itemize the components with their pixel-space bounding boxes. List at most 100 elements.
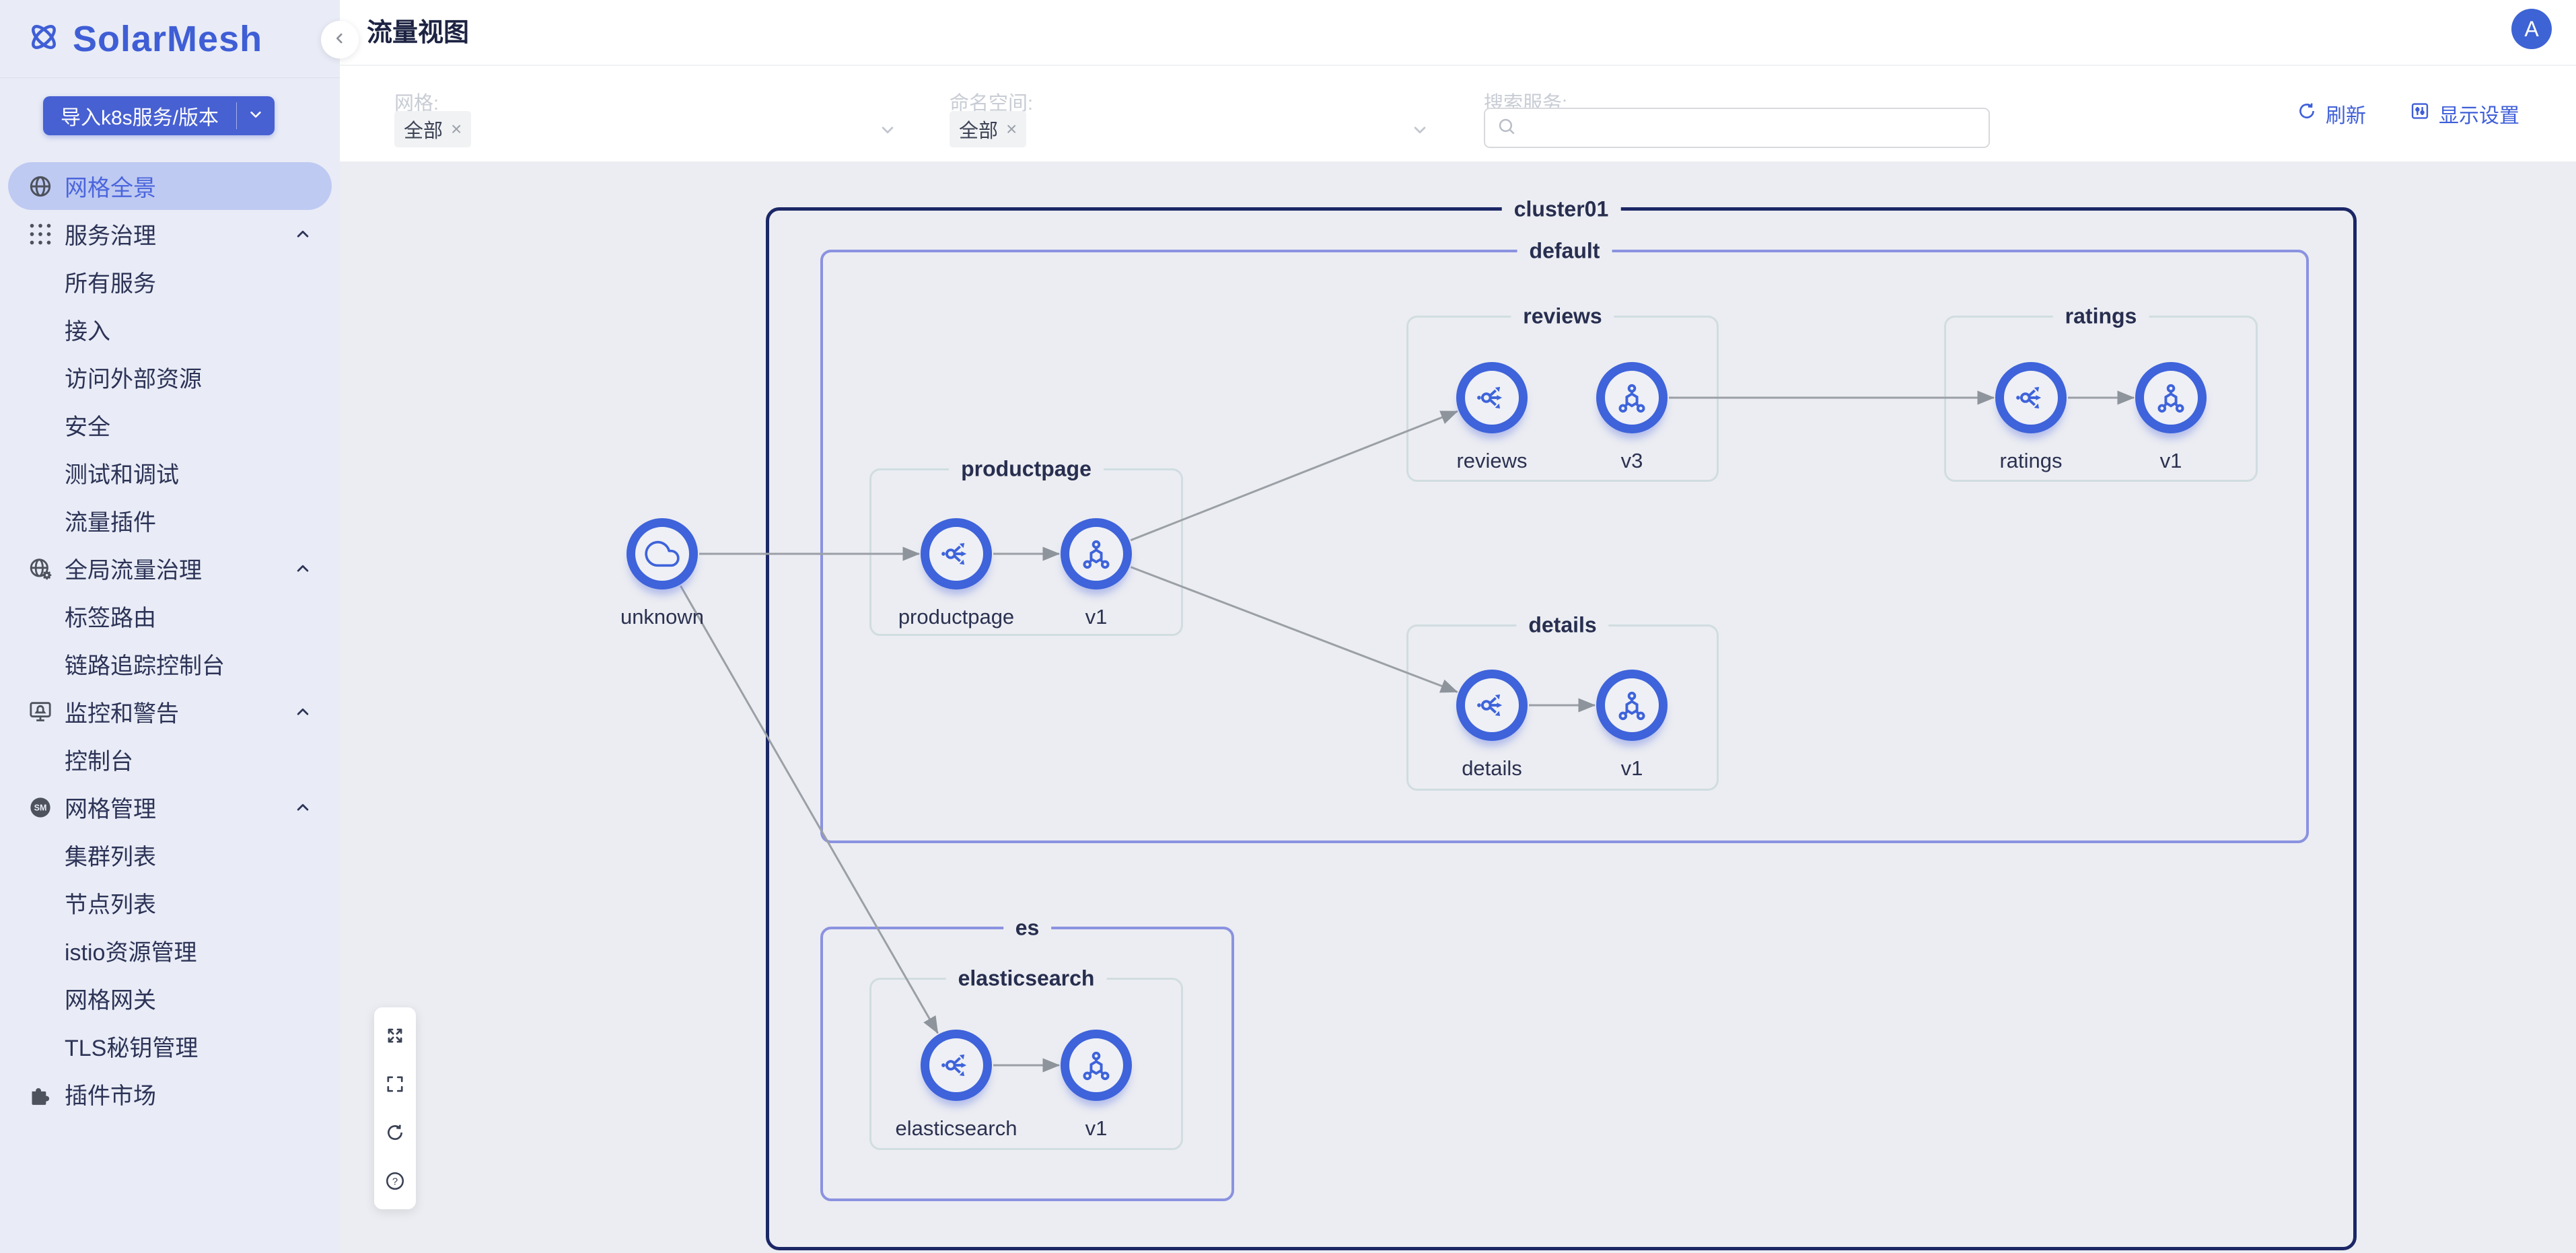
chevron-up-icon[interactable] <box>293 224 313 244</box>
import-dropdown-button[interactable] <box>237 96 275 135</box>
node-label-elasticsearch: elasticsearch <box>895 1116 1017 1140</box>
chevron-up-icon[interactable] <box>293 702 313 722</box>
service-icon <box>939 536 974 571</box>
sidebar-item[interactable]: 网格网关 <box>0 974 340 1022</box>
chevron-up-icon[interactable] <box>293 797 313 818</box>
canvas-toolbar: ? <box>374 1007 416 1209</box>
group-box-productpage-group[interactable]: productpage <box>869 456 1183 636</box>
sidebar-item-label: 控制台 <box>65 749 133 775</box>
node-label-productpage-v1: v1 <box>1085 605 1108 629</box>
mesh-filter-tag[interactable]: 全部 × <box>394 111 472 147</box>
chevron-up-icon[interactable] <box>293 559 313 579</box>
node-reviews-v3[interactable]: v3 <box>1596 362 1668 472</box>
help-icon: ? <box>384 1170 406 1192</box>
sidebar-item[interactable]: 安全 <box>0 401 340 449</box>
chevron-down-icon[interactable] <box>1410 120 1430 143</box>
svg-text:?: ? <box>392 1176 398 1187</box>
remove-tag-icon[interactable]: × <box>1006 118 1017 139</box>
node-label-elasticsearch-v1: v1 <box>1085 1116 1108 1140</box>
group-label-reviews-group: reviews <box>1511 303 1614 329</box>
app-name: SolarMesh <box>73 18 263 59</box>
globe-gear-icon <box>27 555 54 582</box>
node-details[interactable]: details <box>1456 670 1528 780</box>
sidebar-item[interactable]: 链路追踪控制台 <box>0 640 340 688</box>
node-elasticsearch[interactable]: elasticsearch <box>896 1030 1017 1140</box>
sidebar-item-label: 插件市场 <box>65 1083 156 1109</box>
fullscreen-button[interactable] <box>374 1060 416 1108</box>
group-label-elasticsearch-group: elasticsearch <box>945 966 1107 991</box>
display-settings-button[interactable]: 显示设置 <box>2409 99 2519 129</box>
sidebar-item[interactable]: 控制台 <box>0 736 340 783</box>
node-elasticsearch-v1[interactable]: v1 <box>1061 1030 1132 1140</box>
import-k8s-button-label[interactable]: 导入k8s服务/版本 <box>61 107 219 129</box>
sidebar-item[interactable]: 监控和警告 <box>0 688 340 736</box>
expand-button[interactable] <box>374 1011 416 1060</box>
sidebar-item-label: 安全 <box>65 415 110 440</box>
sidebar-item[interactable]: 流量插件 <box>0 497 340 544</box>
group-box-default[interactable]: default <box>820 238 2309 843</box>
remove-tag-icon[interactable]: × <box>451 118 462 139</box>
refresh-icon <box>2296 100 2318 127</box>
chevron-down-icon[interactable] <box>878 120 898 143</box>
cloud-icon <box>645 536 680 571</box>
sidebar-item[interactable]: 网格全景 <box>8 162 332 210</box>
group-box-ratings-group[interactable]: ratings <box>1944 303 2258 482</box>
node-ratings-v1[interactable]: v1 <box>2135 362 2207 472</box>
sidebar-item[interactable]: 集群列表 <box>0 831 340 879</box>
node-unknown[interactable]: unknown <box>620 518 704 629</box>
node-reviews[interactable]: reviews <box>1456 362 1528 472</box>
search-service-box[interactable] <box>1484 108 1990 148</box>
version-icon <box>1614 380 1649 415</box>
sidebar-item[interactable]: 访问外部资源 <box>0 353 340 401</box>
sidebar-item[interactable]: 测试和调试 <box>0 449 340 497</box>
page-header: 流量视图 A <box>321 0 2576 66</box>
node-ratings[interactable]: ratings <box>1995 362 2067 472</box>
namespace-filter-tag[interactable]: 全部 × <box>950 111 1027 147</box>
sidebar-item[interactable]: 插件市场 <box>0 1070 340 1118</box>
group-box-details-group[interactable]: details <box>1406 612 1719 791</box>
sidebar-item-label: 标签路由 <box>65 606 156 631</box>
service-icon <box>2013 380 2048 415</box>
sidebar-item[interactable]: 节点列表 <box>0 879 340 927</box>
sidebar-item[interactable]: istio资源管理 <box>0 927 340 974</box>
sidebar-item-label: 接入 <box>65 319 110 345</box>
display-settings-icon <box>2409 100 2431 127</box>
sidebar-item-label: 节点列表 <box>65 892 156 918</box>
sidebar-item[interactable]: SM 网格管理 <box>0 783 340 831</box>
sidebar-item[interactable]: 全局流量治理 <box>0 544 340 592</box>
sidebar-item[interactable]: 所有服务 <box>0 258 340 306</box>
sm-badge-icon: SM <box>27 794 54 821</box>
group-box-reviews-group[interactable]: reviews <box>1406 303 1719 482</box>
mesh-filter-select[interactable]: 全部 × <box>394 110 898 148</box>
reset-button[interactable] <box>374 1108 416 1157</box>
node-label-ratings: ratings <box>1999 449 2063 472</box>
mesh-icon <box>27 221 54 248</box>
node-productpage[interactable]: productpage <box>898 518 1014 629</box>
sidebar-item-label: 网格管理 <box>65 797 156 822</box>
sidebar-item[interactable]: 标签路由 <box>0 592 340 640</box>
sidebar-item-label: 所有服务 <box>65 271 156 297</box>
node-label-reviews: reviews <box>1456 449 1528 472</box>
import-k8s-button[interactable]: 导入k8s服务/版本 <box>43 96 275 135</box>
namespace-filter-select[interactable]: 全部 × <box>950 110 1430 148</box>
help-button[interactable]: ? <box>374 1157 416 1205</box>
node-productpage-v1[interactable]: v1 <box>1061 518 1132 629</box>
sidebar-item-label: 监控和警告 <box>65 701 179 727</box>
node-details-v1[interactable]: v1 <box>1596 670 1668 780</box>
search-service-input[interactable] <box>1517 110 1989 145</box>
sidebar-item[interactable]: 接入 <box>0 306 340 353</box>
mesh-filter-label: 网格: <box>394 93 439 114</box>
sidebar-item[interactable]: TLS秘钥管理 <box>0 1022 340 1070</box>
refresh-button[interactable]: 刷新 <box>2296 99 2366 129</box>
node-label-ratings-v1: v1 <box>2159 449 2182 472</box>
page-title: 流量视图 <box>367 19 470 47</box>
group-box-elasticsearch-group[interactable]: elasticsearch <box>869 966 1183 1150</box>
mesh-filter-tag-label: 全部 <box>404 120 443 142</box>
group-label-es: es <box>1003 915 1052 941</box>
user-avatar[interactable]: A <box>2511 9 2552 49</box>
expand-icon <box>384 1024 406 1047</box>
sidebar-item[interactable]: 服务治理 <box>0 210 340 258</box>
sidebar-collapse-button[interactable] <box>321 21 359 59</box>
group-box-es[interactable]: es <box>820 915 1234 1201</box>
